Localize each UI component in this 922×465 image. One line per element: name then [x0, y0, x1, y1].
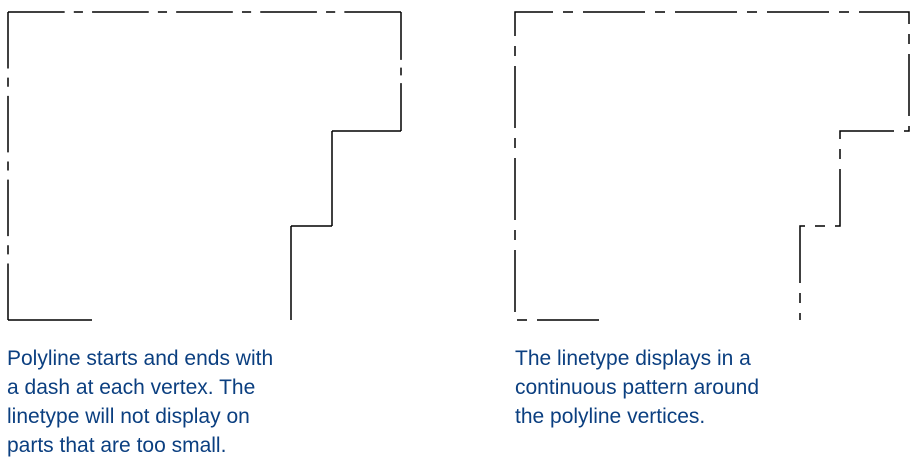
caption-line: The linetype displays in a	[515, 347, 751, 370]
left-caption: Polyline starts and ends with a dash at …	[7, 344, 273, 460]
right-polyline-continuous-linetype	[514, 11, 910, 321]
caption-line: the polyline vertices.	[515, 405, 706, 428]
caption-line: continuous pattern around	[515, 376, 760, 399]
caption-line: linetype will not display on	[7, 405, 250, 428]
caption-line: parts that are too small.	[7, 434, 227, 457]
caption-line: a dash at each vertex. The	[7, 376, 256, 399]
left-polyline-per-segment-linetype	[7, 11, 402, 321]
right-caption: The linetype displays in a continuous pa…	[515, 344, 759, 431]
caption-line: Polyline starts and ends with	[7, 347, 274, 370]
